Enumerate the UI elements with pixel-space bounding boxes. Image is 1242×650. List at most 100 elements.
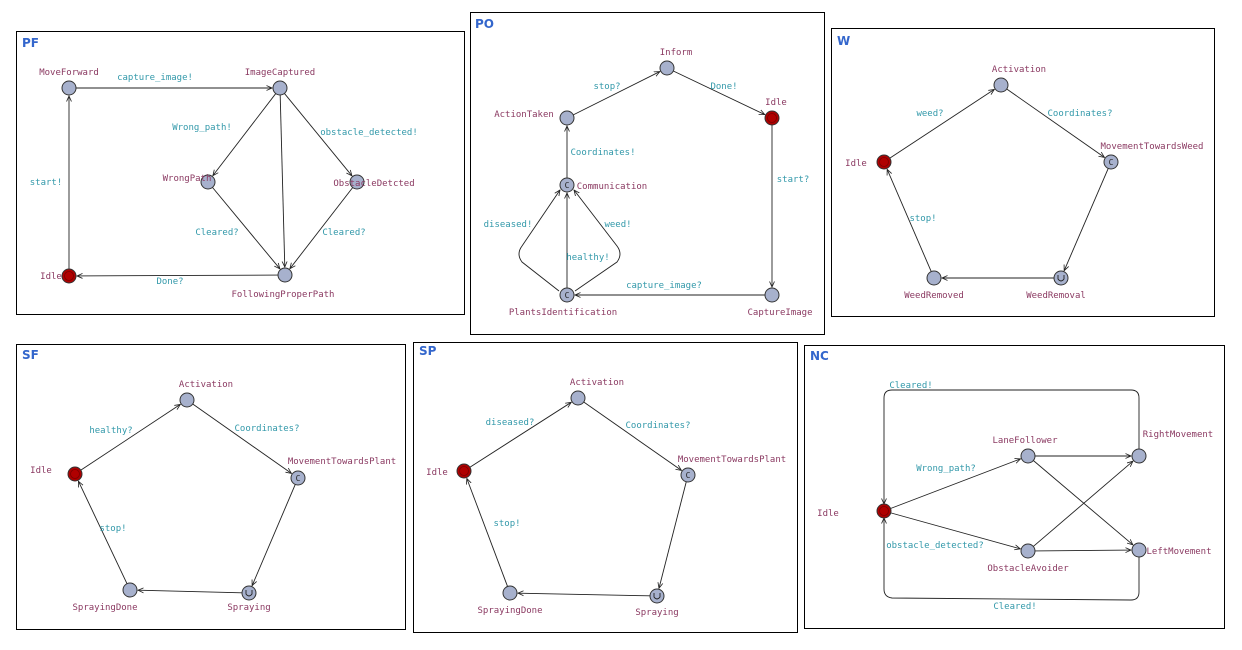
edge-label: stop! [909, 214, 936, 224]
edge-idle-to-activation [889, 89, 994, 159]
edge-label: Cleared! [889, 381, 932, 391]
edge-imagecaptured-to-obstacledetcted [284, 93, 351, 175]
location-label: PlantsIdentification [509, 308, 617, 318]
location-spraying: Spraying [635, 588, 679, 618]
edge-label: capture_image? [626, 281, 702, 291]
location-circle [1131, 542, 1147, 558]
edge-activation-to-movementtowardsplant [583, 401, 682, 470]
location-label: Idle [426, 468, 448, 478]
location-obstacledetcted: ObstacleDetcted [333, 174, 415, 190]
location-activation: Activation [992, 65, 1046, 93]
initial-location-circle [456, 463, 472, 479]
initial-ring [767, 113, 777, 123]
location-idle: Idle [845, 154, 892, 170]
edge-label: capture_image! [117, 73, 193, 83]
edge-label: weed! [604, 220, 631, 230]
panel-border [470, 12, 825, 335]
location-sprayingdone: SprayingDone [477, 585, 543, 616]
location-label: CaptureImage [747, 308, 812, 318]
urgent-mark-icon [245, 590, 253, 597]
location-idle: Idle [426, 463, 472, 479]
location-label: ImageCaptured [245, 68, 315, 78]
location-label: Idle [845, 159, 867, 169]
initial-location-circle [876, 503, 892, 519]
edge-label: diseased? [486, 418, 535, 428]
initial-ring [879, 506, 889, 516]
edge-followingproperpath-to-idle [77, 275, 279, 276]
edge-weedremoved-to-idle [887, 169, 932, 272]
location-label: Activation [992, 65, 1046, 75]
edge-label: Wrong_path! [172, 123, 232, 133]
location-circle [764, 287, 780, 303]
edge-lanefollower-to-leftmovement [1033, 460, 1133, 545]
edge-actiontaken-to-inform [573, 72, 660, 116]
location-idle: Idle [817, 503, 892, 519]
location-circle [559, 177, 575, 193]
location-label: Idle [765, 98, 787, 108]
location-followingproperpath: FollowingProperPath [232, 267, 334, 300]
location-activation: Activation [570, 378, 624, 406]
location-label: SprayingDone [72, 603, 137, 613]
edge-obstacledetcted-to-followingproperpath [290, 187, 354, 269]
initial-location-circle [61, 268, 77, 284]
edge-spraying-to-sprayingdone [518, 593, 651, 597]
committed-mark-icon: C [565, 181, 570, 190]
location-label: ObstacleDetcted [333, 179, 414, 189]
location-label: Idle [817, 509, 839, 519]
edge-label: obstacle_detected! [320, 128, 418, 138]
edge-label: stop! [99, 524, 126, 534]
edge-idle-to-obstacleavoider [890, 512, 1021, 549]
panel-border [831, 28, 1215, 317]
panel-pf: PF capture_image! Wrong_path! obstacle_dete… [16, 31, 465, 315]
edge-rightmovement-to-idle [884, 389, 1140, 504]
panel-title: SF [22, 348, 39, 362]
location-circle [272, 80, 288, 96]
urgent-mark-icon [1057, 275, 1065, 282]
location-circle [290, 470, 306, 486]
locations: IdleLaneFollowerRightMovementObstacleAvo… [817, 430, 1213, 574]
edge-obstacleavoider-to-leftmovement [1034, 550, 1131, 551]
panel-title: NC [810, 349, 829, 363]
edge-inform-to-idle [673, 70, 764, 115]
panel-sp: SPdiseased?Coordinates?stop!ActivationId… [413, 342, 798, 633]
edge-movementtowardsplant-to-spraying [659, 481, 687, 588]
edge-label: obstacle_detected? [886, 541, 984, 551]
location-circle [502, 585, 518, 601]
initial-ring [879, 157, 889, 167]
committed-mark-icon: C [296, 474, 301, 483]
initial-location-circle [764, 110, 780, 126]
edge-imagecaptured-to-followingproperpath [279, 94, 285, 267]
location-label: LeftMovement [1146, 547, 1211, 557]
edges: stop?Done!Coordinates!start?diseased!wee… [484, 70, 809, 295]
initial-ring [70, 469, 80, 479]
committed-mark-icon: C [1109, 158, 1114, 167]
panel-title: SP [419, 344, 437, 358]
edge-movementtowardsweed-to-weedremoval [1064, 168, 1109, 270]
location-inform: Inform [659, 48, 692, 76]
edge-sprayingdone-to-idle [78, 481, 128, 584]
edge-label: Coordinates? [625, 421, 690, 431]
edge-label: start! [30, 178, 63, 188]
location-label: WeedRemoval [1026, 291, 1086, 301]
edge-movementtowardsplant-to-spraying [252, 484, 296, 585]
edges: capture_image! Wrong_path! obstacle_detect… [30, 73, 418, 287]
panel-title: W [837, 34, 850, 48]
location-sprayingdone: SprayingDone [72, 582, 138, 613]
panel-title: PF [22, 36, 39, 50]
location-label: MovementTowardsWeed [1101, 142, 1204, 152]
location-label: Activation [570, 378, 624, 388]
location-weedremoval: WeedRemoval [1026, 270, 1086, 301]
location-circle [179, 392, 195, 408]
initial-location-circle [876, 154, 892, 170]
location-label: ActionTaken [494, 110, 554, 120]
location-actiontaken: ActionTaken [494, 110, 575, 126]
panel-border [804, 345, 1225, 629]
edge-label: weed? [916, 109, 943, 119]
initial-ring [459, 466, 469, 476]
edge-idle-to-lanefollower [890, 459, 1021, 509]
